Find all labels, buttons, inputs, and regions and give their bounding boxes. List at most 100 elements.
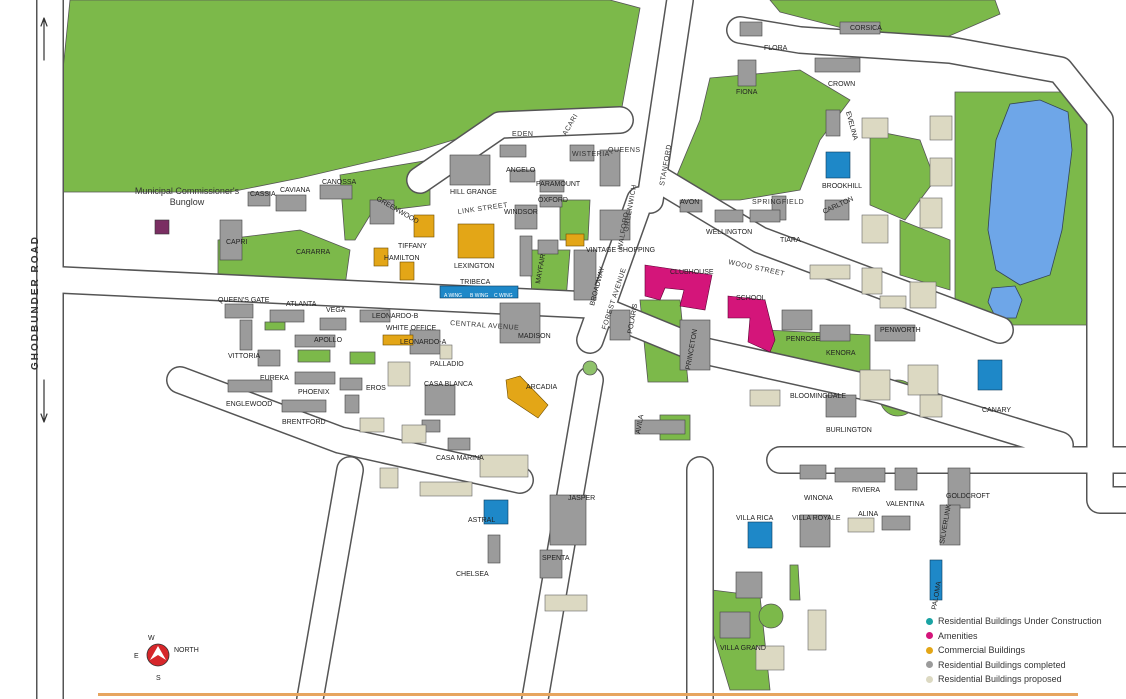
road-wisteria: WISTERIA bbox=[572, 151, 610, 158]
label-paloma: PALOMA bbox=[931, 581, 943, 611]
label-astral: ASTRAL bbox=[468, 517, 495, 524]
label-casa-blanca: CASA BLANCA bbox=[424, 381, 473, 388]
hamilton-block-1 bbox=[373, 247, 389, 267]
label-vintage-shopping: VINTAGE SHOPPING bbox=[586, 247, 655, 254]
label-brentford: BRENTFORD bbox=[282, 419, 326, 426]
label-fiona: FIONA bbox=[736, 89, 758, 96]
label-school: SCHOOL bbox=[736, 295, 766, 302]
green-tiara-area bbox=[899, 219, 951, 291]
legend-row-commercial: Commercial Buildings bbox=[926, 643, 1122, 658]
label-villa-rica: VILLA RICA bbox=[736, 515, 774, 522]
label-kenora: KENORA bbox=[826, 350, 856, 357]
legend-label: Residential Buildings Under Construction bbox=[938, 616, 1102, 627]
hamilton-block-2 bbox=[399, 261, 415, 281]
label-windsor: WINDSOR bbox=[504, 209, 538, 216]
legend-dot bbox=[926, 632, 933, 640]
canary-block bbox=[977, 359, 1003, 391]
legend-dot bbox=[926, 646, 933, 654]
tiffany-block bbox=[413, 214, 435, 238]
label-villa-grand: VILLA GRAND bbox=[720, 645, 766, 652]
label-cassia: CASSIA bbox=[250, 191, 276, 198]
label-tribeca: TRIBECA bbox=[460, 279, 491, 286]
commissioner-bunglow-marker bbox=[154, 219, 170, 235]
label-eureka: EUREKA bbox=[260, 375, 289, 382]
vintage-block bbox=[565, 233, 585, 247]
legend-row-amenities: Amenities bbox=[926, 629, 1122, 644]
label-jasper: JASPER bbox=[568, 495, 595, 502]
road-link-street: LINK STREET bbox=[457, 202, 508, 216]
label-tribeca-c: C Wing bbox=[494, 293, 513, 299]
brookhill-block bbox=[825, 151, 851, 179]
legend-dot bbox=[926, 675, 933, 683]
label-oxford: OXFORD bbox=[538, 197, 568, 204]
label-avila: AVILA bbox=[635, 414, 645, 435]
proposed-buildings bbox=[359, 115, 953, 671]
pond bbox=[987, 285, 1023, 319]
label-madison: MADISON bbox=[518, 333, 551, 340]
tribeca-block bbox=[439, 285, 519, 299]
label-vega: VEGA bbox=[326, 307, 346, 314]
label-wellington: WELLINGTON bbox=[706, 229, 752, 236]
label-crown: CROWN bbox=[828, 81, 855, 88]
label-hill-grange: HILL GRANGE bbox=[450, 189, 497, 196]
compass-arrow bbox=[150, 646, 166, 660]
road-arrow-down bbox=[40, 379, 48, 423]
clubhouse-block bbox=[644, 264, 713, 311]
paloma-block bbox=[929, 559, 943, 601]
arcadia-block bbox=[505, 375, 549, 419]
legend-dot bbox=[926, 661, 933, 669]
label-riviera: RIVIERA bbox=[852, 487, 880, 494]
legend-label: Residential Buildings proposed bbox=[938, 674, 1062, 685]
completed-buildings bbox=[219, 21, 971, 639]
green-villa-center bbox=[789, 564, 801, 601]
road-wood-street: WOOD STREET bbox=[728, 259, 786, 278]
lake bbox=[987, 99, 1073, 286]
compass-w: W bbox=[148, 635, 155, 642]
label-canossa: CANOSSA bbox=[322, 179, 357, 186]
label-canary: CANARY bbox=[982, 407, 1011, 414]
under-construction-buildings bbox=[439, 151, 1003, 601]
lexington-block bbox=[457, 223, 495, 259]
legend-row-under-construction: Residential Buildings Under Construction bbox=[926, 614, 1122, 629]
label-englewood: ENGLEWOOD bbox=[226, 401, 272, 408]
label-burlington: BURLINGTON bbox=[826, 427, 872, 434]
label-cararra: CARARRA bbox=[296, 249, 331, 256]
label-corsica: CORSICA bbox=[850, 25, 882, 32]
legend-row-completed: Residential Buildings completed bbox=[926, 658, 1122, 673]
label-spenta: SPENTA bbox=[542, 555, 570, 562]
label-avon: AVON bbox=[680, 199, 699, 206]
label-brookhill: BROOKHILL bbox=[822, 183, 862, 190]
label-flora: FLORA bbox=[764, 45, 788, 52]
label-tiffany: TIFFANY bbox=[398, 243, 427, 250]
label-angelo: ANGELO bbox=[506, 167, 536, 174]
north-green-belt bbox=[61, 0, 641, 193]
white-office-block bbox=[382, 334, 414, 346]
label-hamilton: HAMILTON bbox=[384, 255, 420, 262]
label-clubhouse: CLUBHOUSE bbox=[670, 269, 714, 276]
school-block bbox=[727, 295, 776, 353]
amenity-buildings bbox=[644, 264, 776, 353]
legend-label: Amenities bbox=[938, 630, 978, 641]
label-arcadia: ARCADIA bbox=[526, 384, 557, 391]
commercial-buildings bbox=[373, 214, 585, 419]
compass-s: S bbox=[156, 675, 161, 682]
label-caviana: CAVIANA bbox=[280, 187, 311, 194]
central-roundabout bbox=[582, 360, 598, 376]
green-roundabout-villa bbox=[758, 603, 784, 629]
villa-rica-block bbox=[747, 521, 773, 549]
road-springfield: SPRINGFIELD bbox=[752, 199, 804, 206]
label-lexington: LEXINGTON bbox=[454, 263, 494, 270]
label-palladio: PALLADIO bbox=[430, 361, 464, 368]
compass-e: E bbox=[134, 653, 139, 660]
bottom-bar bbox=[98, 693, 1078, 696]
label-apollo: APOLLO bbox=[314, 337, 343, 344]
legend-label: Commercial Buildings bbox=[938, 645, 1026, 656]
label-tiara: TIARA bbox=[780, 237, 801, 244]
label-chelsea: CHELSEA bbox=[456, 571, 489, 578]
label-white-office: WHITE OFFICE bbox=[386, 325, 436, 332]
label-bloomingdale: BLOOMINGDALE bbox=[790, 393, 846, 400]
label-valentina: VALENTINA bbox=[886, 501, 925, 508]
label-capri: CAPRI bbox=[226, 239, 247, 246]
